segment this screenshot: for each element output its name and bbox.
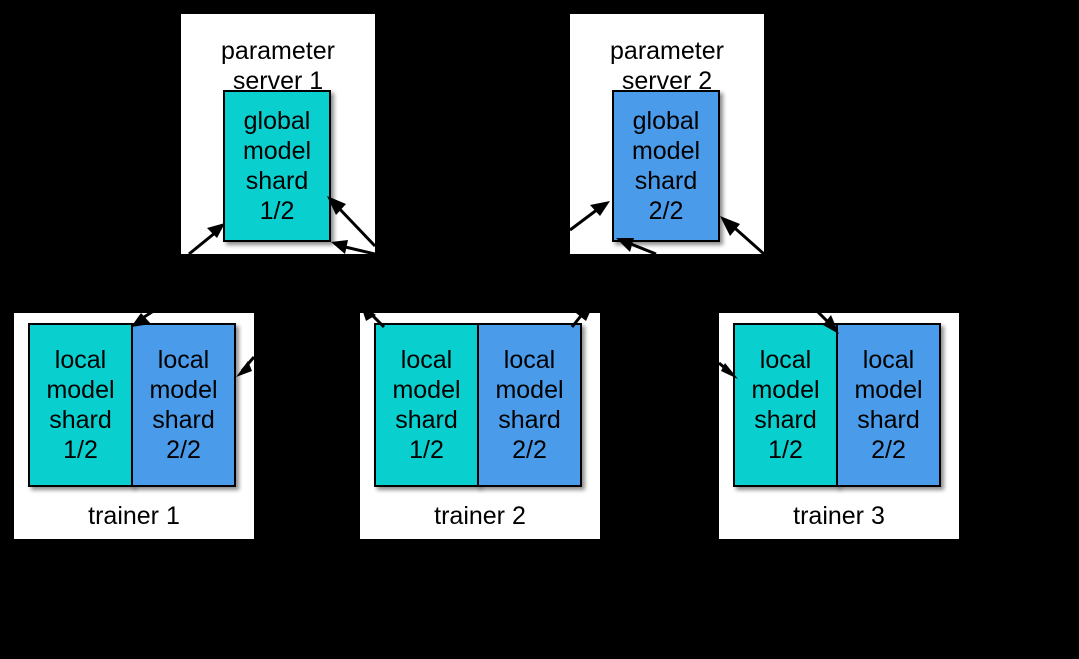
parameter-server-1-title: parameter server 1 [221, 37, 335, 95]
trainer-2-panel: local model shard 1/2 local model shard … [360, 313, 600, 539]
parameter-server-2-panel: parameter server 2 global model shard 2/… [570, 14, 764, 254]
trainer-3-local-shard-1: local model shard 1/2 [733, 323, 838, 487]
trainer-1-panel: local model shard 1/2 local model shard … [14, 313, 254, 539]
arrow-trainer3-to-ps2 [720, 216, 764, 254]
trainer-2-title: trainer 2 [434, 502, 526, 530]
arrow-ps2-to-trainer1 [236, 356, 254, 377]
arrow-trainer3-to-ps1 [331, 240, 375, 254]
trainer-3-title: trainer 3 [793, 502, 885, 530]
trainer-1-title: trainer 1 [88, 502, 180, 530]
trainer-2-shards: local model shard 1/2 local model shard … [374, 323, 582, 487]
parameter-server-1-panel: parameter server 1 global model shard 1/… [181, 14, 375, 254]
arrow-trainer2-to-ps1 [327, 196, 375, 248]
trainer-2-local-shard-2: local model shard 2/2 [477, 323, 582, 487]
arrow-trainer1-to-ps2 [570, 201, 610, 232]
parameter-server-1-global-shard: global model shard 1/2 [223, 90, 331, 242]
parameter-server-2-global-shard: global model shard 2/2 [612, 90, 720, 242]
trainer-3-panel: local model shard 1/2 local model shard … [719, 313, 959, 539]
trainer-1-shards: local model shard 1/2 local model shard … [28, 323, 236, 487]
trainer-3-shards: local model shard 1/2 local model shard … [733, 323, 941, 487]
parameter-server-2-title: parameter server 2 [610, 37, 724, 95]
trainer-1-local-shard-1: local model shard 1/2 [28, 323, 133, 487]
arrow-trainer1-to-ps1 [188, 223, 225, 254]
trainer-2-local-shard-1: local model shard 1/2 [374, 323, 479, 487]
trainer-3-local-shard-2: local model shard 2/2 [836, 323, 941, 487]
trainer-1-local-shard-2: local model shard 2/2 [131, 323, 236, 487]
